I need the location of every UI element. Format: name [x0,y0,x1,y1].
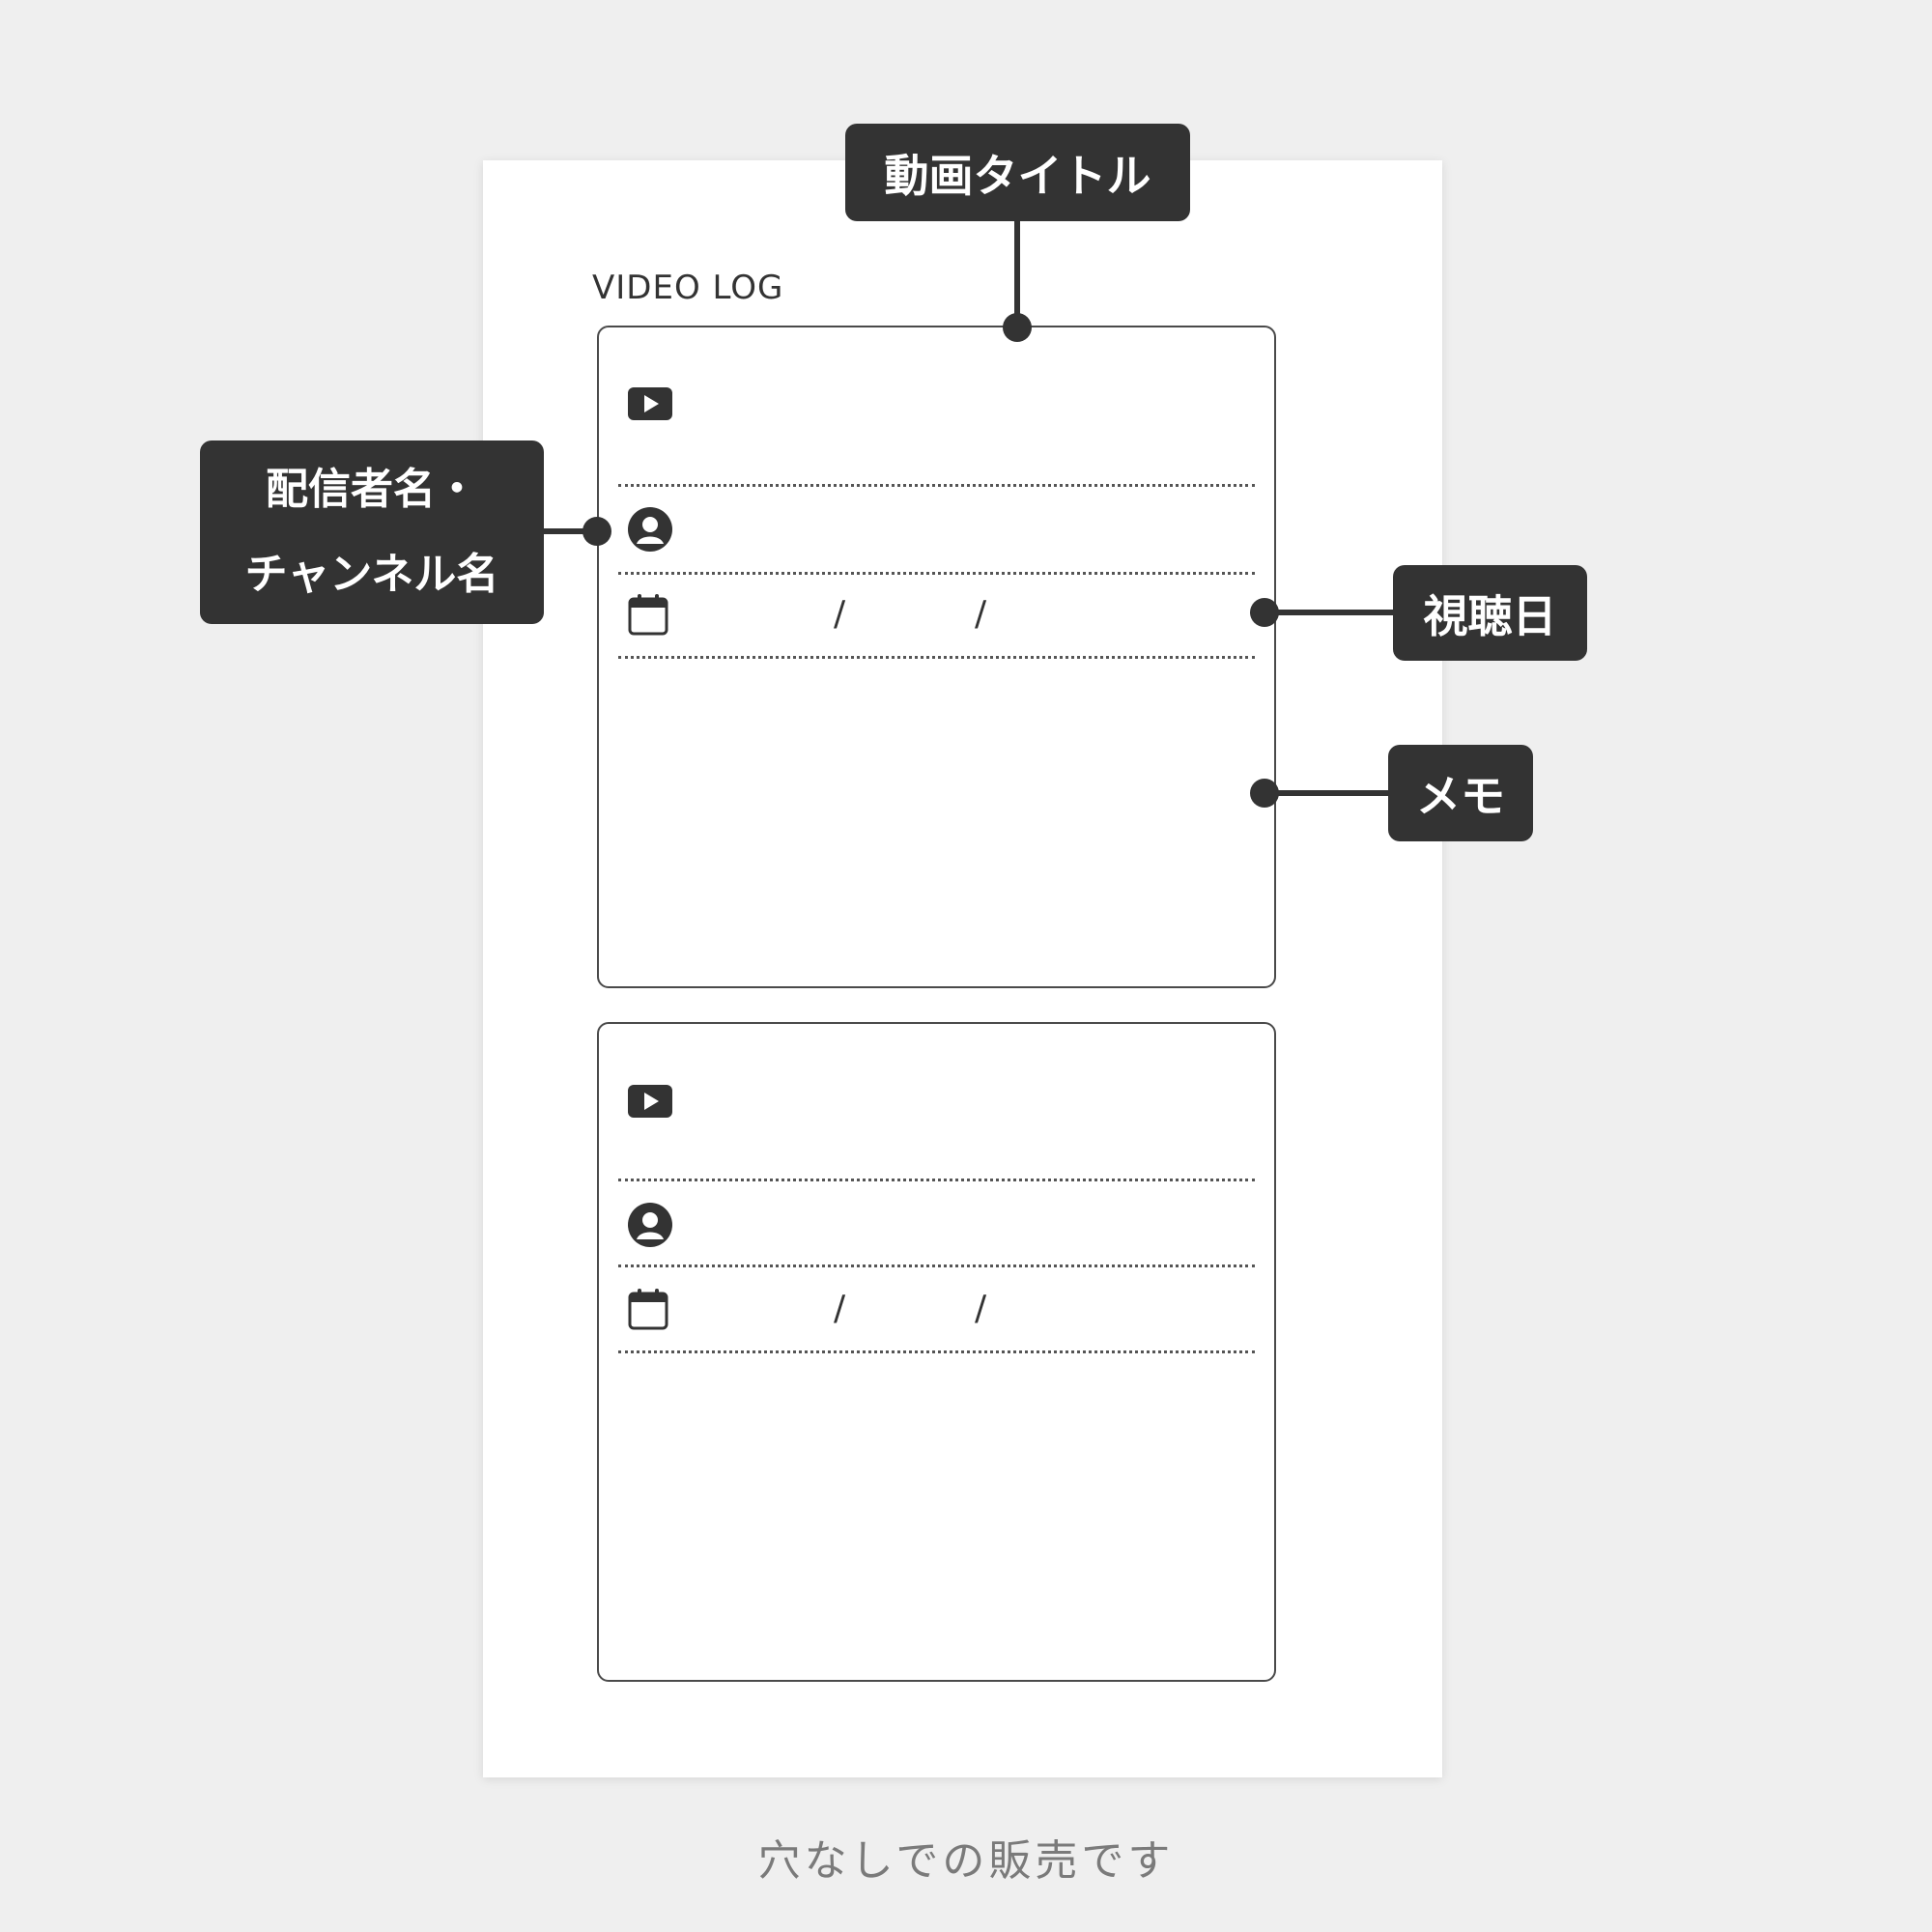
connector-watch-date [1262,610,1394,615]
callout-channel-line1: 配信者名・ [266,465,478,514]
connector-memo [1262,790,1389,796]
callout-channel-line2: チャンネル名 [244,550,499,599]
connector-dot-watch-date [1250,598,1279,627]
date-line [618,1350,1255,1353]
callout-video-title-label: 動画タイトル [884,149,1151,202]
channel-line [618,1264,1255,1267]
date-separator: / [834,1289,846,1328]
date-separator: / [975,594,987,634]
calendar-icon [628,1289,668,1330]
connector-dot-memo [1250,779,1279,808]
video-play-icon [628,387,672,420]
video-play-icon [628,1085,672,1118]
user-avatar-icon [628,507,672,552]
title-line [618,1179,1255,1181]
callout-watch-date-label: 視聴日 [1423,589,1557,642]
date-separator: / [834,594,846,634]
connector-dot-channel [582,517,611,546]
page-title: VIDEO LOG [592,269,784,307]
memo-area [618,1372,1255,1661]
callout-video-title: 動画タイトル [845,124,1190,221]
title-line [618,484,1255,487]
date-line [618,656,1255,659]
channel-line [618,572,1255,575]
log-card-1: / / [597,326,1276,988]
connector-channel [543,528,597,534]
callout-memo-label: メモ [1416,770,1505,822]
log-card-2: / / [597,1022,1276,1682]
memo-area [618,675,1255,967]
user-avatar-icon [628,1203,672,1247]
callout-watch-date: 視聴日 [1393,565,1587,661]
callout-channel-name: 配信者名・ チャンネル名 [200,440,544,624]
date-separator: / [975,1289,987,1328]
callout-memo: メモ [1388,745,1533,841]
footer-note: 穴なしでの販売です [757,1836,1175,1886]
calendar-icon [628,594,668,636]
connector-video-title [1014,220,1020,327]
connector-dot-video-title [1003,313,1032,342]
